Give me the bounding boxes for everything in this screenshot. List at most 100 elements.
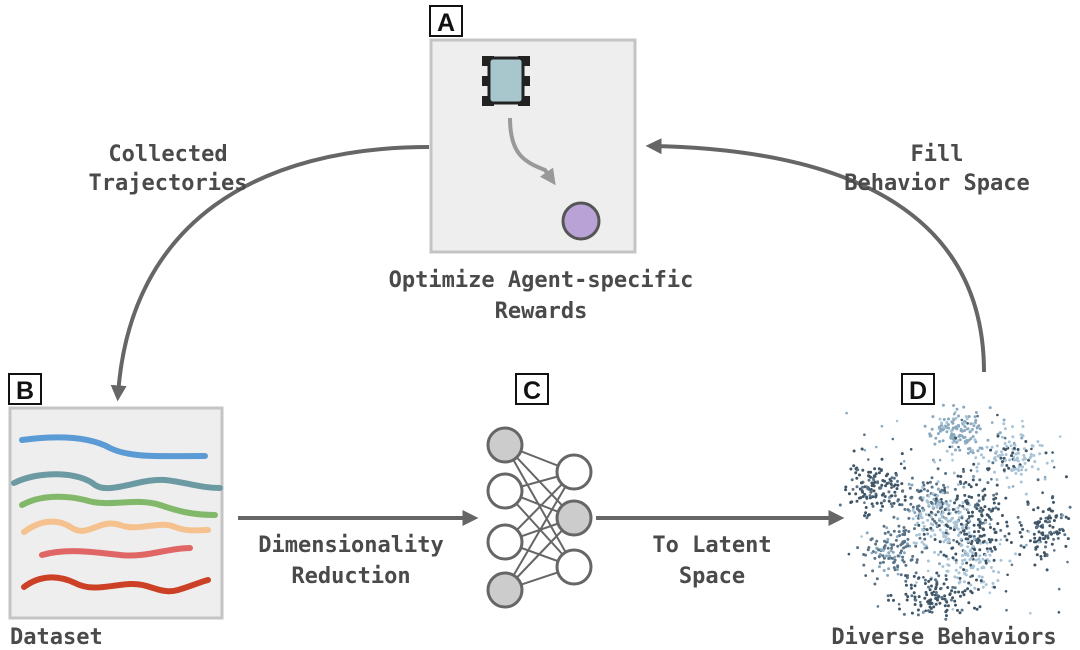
behavior-point: [946, 563, 949, 566]
behavior-point: [953, 575, 957, 579]
behavior-point: [1034, 521, 1038, 525]
panel-a: A Optimize Agent-specific Rewards: [389, 5, 693, 324]
trajectory-line: [19, 493, 218, 518]
behavior-point: [999, 528, 1003, 532]
behavior-point: [921, 496, 925, 500]
behavior-point: [921, 506, 925, 510]
behavior-point: [1052, 500, 1055, 504]
behavior-point: [995, 450, 998, 454]
behavior-point: [903, 495, 907, 499]
behavior-point: [1027, 530, 1031, 533]
behavior-point: [902, 460, 906, 463]
behavior-point: [972, 530, 976, 534]
behavior-point: [935, 593, 939, 597]
behavior-point: [969, 469, 973, 472]
behavior-point: [958, 580, 962, 583]
behavior-point: [1007, 440, 1011, 444]
behavior-point: [914, 523, 917, 527]
behavior-point: [1005, 444, 1009, 448]
behavior-point: [963, 440, 967, 444]
behavior-point: [967, 526, 971, 530]
behavior-point: [924, 609, 927, 613]
behavior-point: [912, 591, 916, 595]
behavior-point: [945, 502, 949, 506]
behavior-point: [946, 423, 950, 427]
behavior-point: [1032, 532, 1036, 536]
behavior-point: [972, 523, 976, 527]
behavior-point: [996, 434, 1000, 438]
behavior-point: [987, 459, 991, 463]
behavior-point: [904, 579, 908, 583]
behavior-point: [944, 535, 948, 539]
behavior-point: [984, 553, 988, 557]
behavior-point: [937, 553, 940, 557]
panel-d-tag: D: [909, 377, 927, 405]
behavior-point: [874, 494, 878, 498]
behavior-point: [1011, 485, 1015, 488]
behavior-point: [898, 503, 902, 507]
behavior-point: [923, 582, 927, 585]
behavior-point: [950, 452, 954, 456]
panel-c: C: [486, 373, 593, 609]
behavior-point: [978, 526, 982, 529]
behavior-point: [965, 561, 969, 565]
behavior-point: [969, 548, 973, 552]
behavior-point: [1037, 530, 1041, 534]
behavior-point: [888, 477, 892, 481]
behavior-point: [973, 606, 976, 610]
behavior-point: [913, 603, 917, 606]
behavior-point: [949, 519, 953, 523]
behavior-point: [882, 499, 886, 503]
behavior-point: [1043, 477, 1047, 481]
behavior-point: [875, 577, 879, 581]
behavior-point: [917, 576, 921, 580]
behavior-point: [963, 558, 967, 562]
behavior-point: [881, 554, 885, 558]
robot-car-icon: [482, 56, 530, 106]
behavior-point: [951, 508, 955, 511]
behavior-point: [1031, 444, 1035, 448]
behavior-point: [887, 499, 891, 503]
behavior-point: [1009, 541, 1013, 544]
behavior-point: [917, 595, 921, 599]
behavior-point: [981, 527, 985, 531]
behavior-point: [873, 556, 877, 560]
behavior-point: [1006, 573, 1009, 577]
behavior-point: [861, 468, 865, 472]
behavior-point: [1041, 510, 1045, 514]
behavior-point: [985, 547, 989, 551]
behavior-point: [888, 554, 891, 558]
behavior-point: [1066, 560, 1069, 564]
behavior-point: [951, 596, 955, 600]
behavior-point: [1008, 458, 1012, 462]
behavior-point: [863, 514, 866, 518]
behavior-point: [941, 531, 945, 535]
panel-c-tag: C: [523, 377, 541, 405]
behavior-point: [961, 562, 965, 566]
behavior-point: [1041, 531, 1045, 535]
behavior-point: [981, 497, 985, 501]
behavior-point: [931, 415, 935, 419]
behavior-point: [998, 431, 1002, 435]
behavior-point: [956, 483, 960, 486]
behavior-point: [956, 439, 960, 443]
behavior-point: [872, 489, 876, 493]
behavior-point: [963, 550, 967, 554]
behavior-point: [943, 604, 947, 608]
behavior-point: [943, 501, 947, 505]
behavior-point: [986, 481, 990, 485]
arrow-b-to-c-line2: Reduction: [291, 564, 410, 589]
behavior-point: [934, 585, 938, 589]
behavior-point: [1042, 551, 1046, 555]
behavior-point: [992, 569, 995, 573]
behavior-point: [883, 544, 887, 548]
behavior-point: [972, 475, 976, 479]
behavior-point: [877, 467, 881, 471]
behavior-point: [989, 448, 993, 452]
behavior-point: [1016, 515, 1020, 519]
agent-path-arrow: [508, 117, 556, 186]
behavior-point: [1004, 590, 1008, 593]
behavior-point: [918, 536, 922, 540]
behavior-point: [889, 533, 893, 537]
behavior-point: [956, 494, 959, 498]
